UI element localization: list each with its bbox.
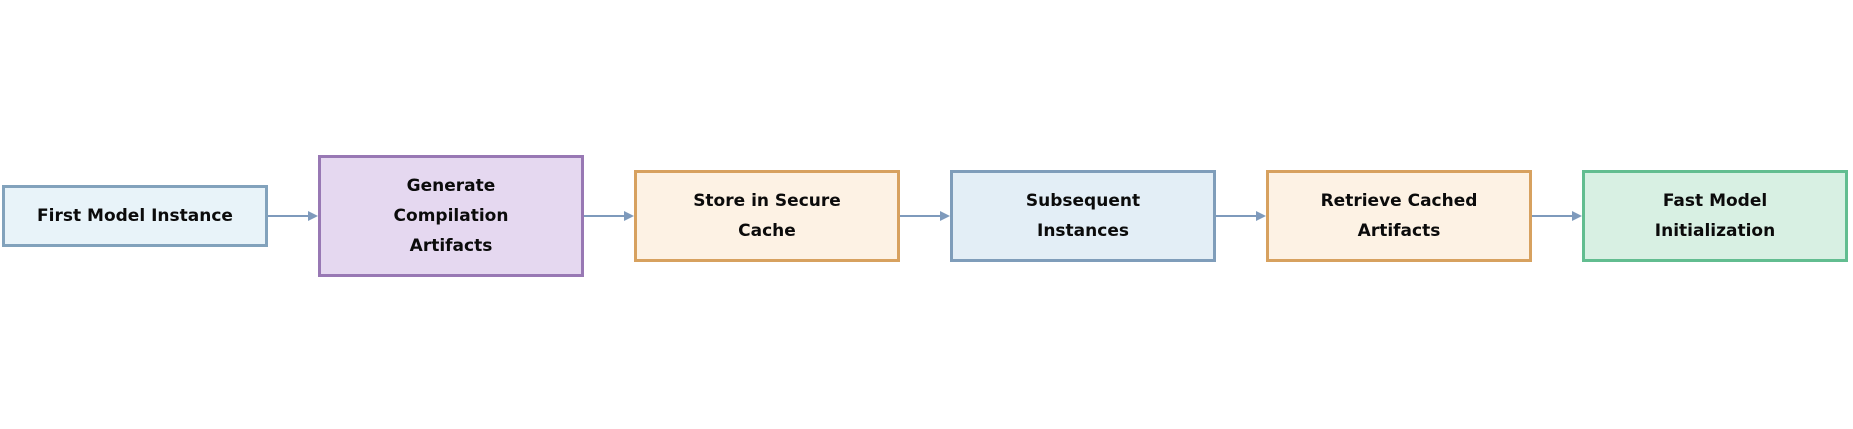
node-label-generate-compilation-artifacts: Generate Compilation Artifacts: [393, 175, 509, 256]
flow-node-fast-model-initialization: Fast Model Initialization: [1582, 169, 1848, 262]
flow-node-subsequent-instances: Subsequent Instances: [950, 169, 1216, 262]
flow-node-store-in-secure-cache: Store in Secure Cache: [634, 169, 900, 262]
arrow-connector-5: [1532, 210, 1582, 222]
flow-node-retrieve-cached-artifacts: Retrieve Cached Artifacts: [1266, 169, 1532, 262]
arrow-line: [1532, 214, 1573, 217]
flow-node-first-model-instance: First Model Instance: [2, 184, 268, 247]
arrow-connector-3: [900, 210, 950, 222]
arrow-line: [584, 214, 625, 217]
node-label-retrieve-cached-artifacts: Retrieve Cached Artifacts: [1320, 190, 1478, 241]
node-label-subsequent-instances: Subsequent Instances: [1025, 190, 1141, 241]
arrow-head-icon: [624, 210, 634, 221]
arrow-line: [268, 214, 309, 217]
arrow-head-icon: [1572, 210, 1582, 221]
arrow-connector-4: [1216, 210, 1266, 222]
node-label-fast-model-initialization: Fast Model Initialization: [1654, 190, 1776, 241]
node-label-store-in-secure-cache: Store in Secure Cache: [693, 190, 841, 241]
flow-node-generate-compilation-artifacts: Generate Compilation Artifacts: [318, 154, 584, 277]
arrow-line: [900, 214, 941, 217]
arrow-head-icon: [308, 210, 318, 221]
arrow-line: [1216, 214, 1257, 217]
arrow-connector-1: [268, 210, 318, 222]
arrow-head-icon: [1256, 210, 1266, 221]
arrow-head-icon: [940, 210, 950, 221]
node-label-first-model-instance: First Model Instance: [37, 205, 233, 226]
arrow-connector-2: [584, 210, 634, 222]
